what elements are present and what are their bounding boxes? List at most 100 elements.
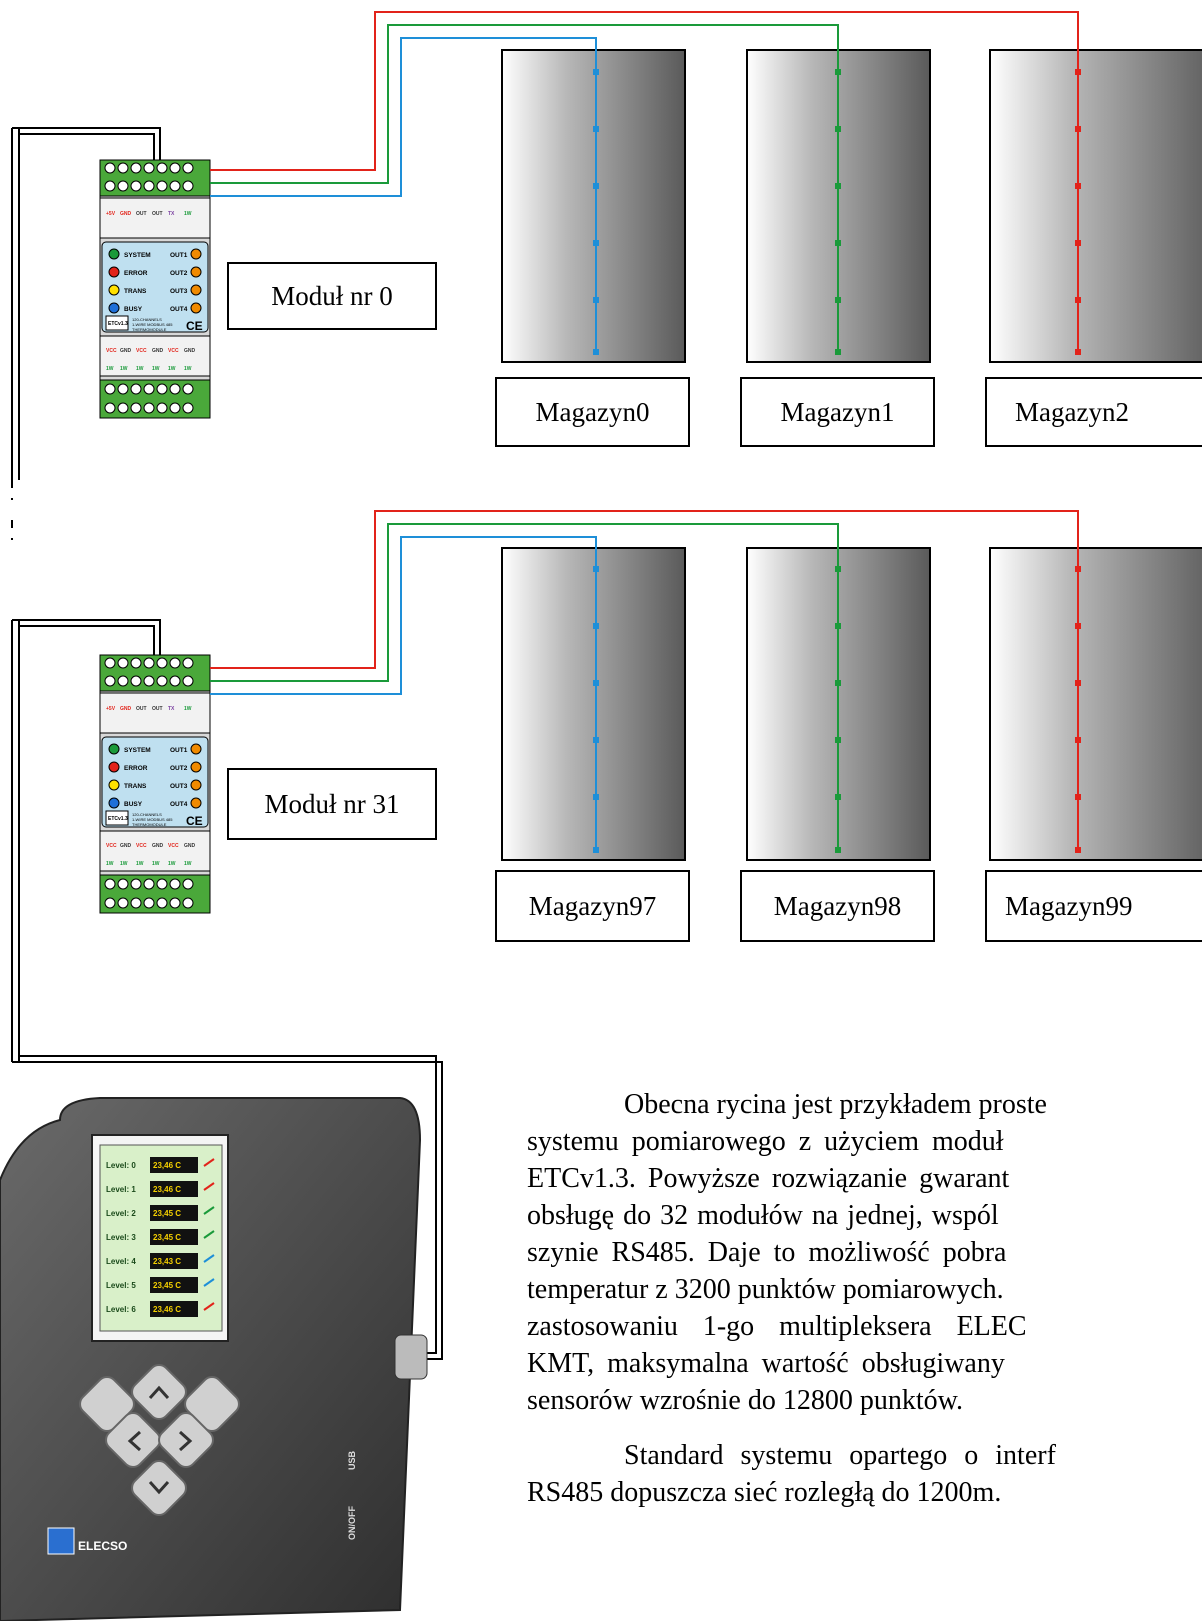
out-label: OUT3 xyxy=(170,288,188,295)
paragraph-line: sensorów wzrośnie do 12800 punktów. xyxy=(527,1385,964,1416)
led-label: ERROR xyxy=(124,765,148,772)
out-label: OUT1 xyxy=(170,747,188,754)
svg-text:+5V: +5V xyxy=(106,706,116,712)
led-label: TRANS xyxy=(124,783,147,790)
svg-text:VCC: VCC xyxy=(106,348,117,354)
device-text: 1-WIRE MODBUS 485 xyxy=(132,322,173,327)
handheld-value-box xyxy=(150,1277,198,1293)
svg-text:1W: 1W xyxy=(184,366,192,372)
warehouse-label-magazyn0: Magazyn0 xyxy=(495,377,690,447)
handheld-row-indicator xyxy=(203,1302,215,1311)
handheld-row-value: 23,46 C xyxy=(153,1305,181,1314)
out-label: OUT4 xyxy=(170,801,188,808)
handheld-row-value: 23,43 C xyxy=(153,1257,181,1266)
led-label: SYSTEM xyxy=(124,747,151,754)
svg-text:1W: 1W xyxy=(184,706,192,712)
handheld-row-label: Level: 2 xyxy=(106,1209,136,1218)
paragraph-line: ETCv1.3. Powyższe rozwiązanie gwarant xyxy=(527,1163,1010,1194)
svg-text:GND: GND xyxy=(184,348,196,354)
svg-text:1W: 1W xyxy=(168,366,176,372)
svg-text:TX: TX xyxy=(168,706,175,712)
led-label: ERROR xyxy=(124,270,148,277)
paragraph-line: RS485 dopuszcza sieć rozległą do 1200m. xyxy=(527,1477,1002,1508)
module-label-31: Moduł nr 31 xyxy=(227,768,437,840)
paragraph-line: obsługę do 32 modułów na jednej, wspól xyxy=(527,1200,999,1231)
svg-text:1W: 1W xyxy=(120,861,128,867)
svg-text:1W: 1W xyxy=(184,861,192,867)
warehouse-label-magazyn97: Magazyn97 xyxy=(495,870,690,942)
out-label: OUT1 xyxy=(170,252,188,259)
paragraph-line: temperatur z 3200 punktów pomiarowych. xyxy=(527,1274,1004,1305)
paragraph-line: Standard systemu opartego o interf xyxy=(624,1440,1056,1471)
led-label: BUSY xyxy=(124,306,143,313)
handheld-value-box xyxy=(150,1229,198,1245)
out-label: OUT3 xyxy=(170,783,188,790)
handheld-value-box xyxy=(150,1253,198,1269)
handheld-value-box xyxy=(150,1157,198,1173)
handheld-row-value: 23,45 C xyxy=(153,1233,181,1242)
handheld-row-indicator xyxy=(203,1254,215,1263)
svg-text:1W: 1W xyxy=(136,366,144,372)
description-paragraph: Obecna rycina jest przykładem proste sys… xyxy=(0,1086,1202,1508)
svg-text:GND: GND xyxy=(152,348,164,354)
handheld-row-label: Level: 5 xyxy=(106,1281,136,1290)
paragraph-line: KMT, maksymalna wartość obsługiwany xyxy=(527,1348,1005,1379)
svg-text:1W: 1W xyxy=(168,861,176,867)
handheld-row-label: Level: 4 xyxy=(106,1257,136,1266)
svg-text:VCC: VCC xyxy=(168,843,179,849)
svg-text:+5V: +5V xyxy=(106,211,116,217)
svg-text:1W: 1W xyxy=(106,861,114,867)
handheld-row-label: Level: 3 xyxy=(106,1233,136,1242)
svg-text:OUT: OUT xyxy=(152,706,163,712)
sensor-cables-row1 xyxy=(210,11,1079,352)
svg-text:1W: 1W xyxy=(152,861,160,867)
svg-text:VCC: VCC xyxy=(136,348,147,354)
handheld-usb-label: USB xyxy=(347,1450,357,1470)
svg-text:OUT: OUT xyxy=(136,211,147,217)
handheld-row-label: Level: 6 xyxy=(106,1305,136,1314)
paragraph-line: systemu pomiarowego z użyciem moduł xyxy=(527,1126,1004,1157)
paragraph-line: zastosowaniu 1-go multipleksera ELEC xyxy=(527,1311,1027,1342)
led-label: SYSTEM xyxy=(124,252,151,259)
silo-magazyn97 xyxy=(501,547,686,861)
warehouse-label-magazyn1: Magazyn1 xyxy=(740,377,935,447)
handheld-row-indicator xyxy=(203,1182,215,1191)
handheld-row-value: 23,46 C xyxy=(153,1185,181,1194)
svg-text:GND: GND xyxy=(184,843,196,849)
svg-text:GND: GND xyxy=(120,211,132,217)
svg-text:1W: 1W xyxy=(120,366,128,372)
svg-text:1W: 1W xyxy=(152,366,160,372)
device-text: THERMOMODULE xyxy=(132,822,167,827)
svg-text:GND: GND xyxy=(152,843,164,849)
paragraph-line: Obecna rycina jest przykładem proste xyxy=(624,1089,1047,1120)
handheld-value-box xyxy=(150,1181,198,1197)
silo-magazyn0 xyxy=(501,49,686,363)
svg-text:1W: 1W xyxy=(136,861,144,867)
handheld-row-indicator xyxy=(203,1230,215,1239)
out-label: OUT4 xyxy=(170,306,188,313)
sensor-points-row2 xyxy=(593,566,1081,853)
svg-text:VCC: VCC xyxy=(168,348,179,354)
svg-text:OUT: OUT xyxy=(152,211,163,217)
handheld-onoff-label: ON/OFF xyxy=(347,1506,357,1540)
rs485-bus xyxy=(11,127,443,1360)
handheld-row-indicator xyxy=(203,1278,215,1287)
svg-text:GND: GND xyxy=(120,348,132,354)
svg-text:1W: 1W xyxy=(184,211,192,217)
silo-magazyn2 xyxy=(989,49,1202,363)
svg-text:CE: CE xyxy=(186,319,203,333)
handheld-row-indicator xyxy=(203,1158,215,1167)
device-text: THERMOMODULE xyxy=(132,327,167,332)
handheld-keypad xyxy=(79,1364,240,1516)
led-label: BUSY xyxy=(124,801,143,808)
svg-text:CE: CE xyxy=(186,814,203,828)
paragraph-line: szynie RS485. Daje to możliwość pobra xyxy=(527,1237,1007,1268)
led-label: TRANS xyxy=(124,288,147,295)
svg-text:VCC: VCC xyxy=(136,843,147,849)
handheld-row-label: Level: 1 xyxy=(106,1185,136,1194)
module-label-0: Moduł nr 0 xyxy=(227,262,437,330)
